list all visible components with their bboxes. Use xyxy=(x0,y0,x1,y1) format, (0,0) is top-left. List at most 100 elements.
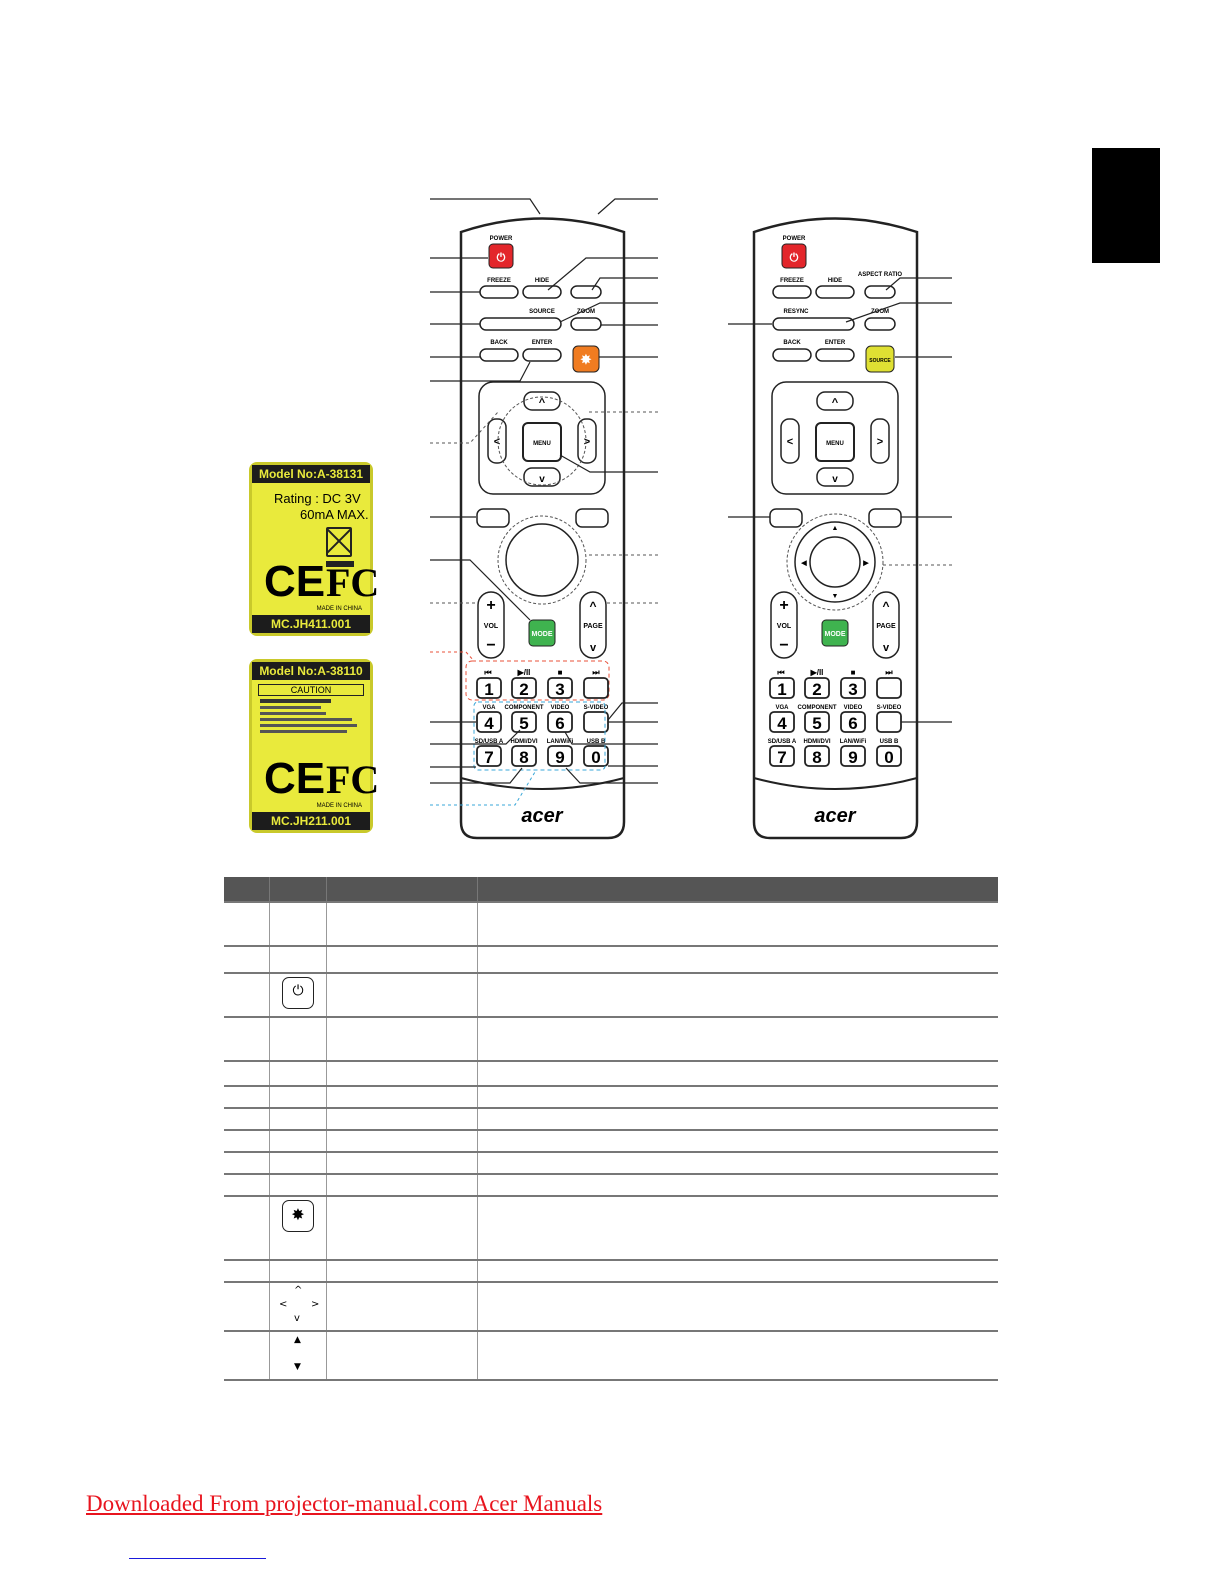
power-button[interactable] xyxy=(488,243,514,269)
digit-9-button-right[interactable] xyxy=(840,745,866,767)
sticker-2-model: Model No:A-38110 xyxy=(252,662,370,680)
enter-button[interactable] xyxy=(522,348,562,362)
label-sticker-2: Model No:A-38110 CAUTION CE FC MADE IN C… xyxy=(249,659,379,833)
freeze-button[interactable] xyxy=(479,285,519,299)
digit-6-button-right[interactable] xyxy=(840,711,866,733)
laser-button[interactable] xyxy=(572,345,600,373)
enter-button-right[interactable] xyxy=(815,348,855,362)
table-row xyxy=(224,1060,998,1087)
back-button[interactable] xyxy=(479,348,519,362)
digit-3-button-right[interactable] xyxy=(840,677,866,699)
sticker-1-rating: Rating : DC 3V 60mA MAX. xyxy=(252,483,370,523)
volume-rocker[interactable] xyxy=(477,591,505,659)
svideo-button-right[interactable] xyxy=(876,711,902,733)
back-label-right: BACK xyxy=(783,340,801,346)
component-label: COMPONENT xyxy=(505,705,544,711)
up-down-triangle-icon: ▲ ▼ xyxy=(294,1335,301,1372)
hide-button-right[interactable] xyxy=(815,285,855,299)
back-button-right[interactable] xyxy=(772,348,812,362)
table-row xyxy=(224,1016,998,1062)
volume-rocker-right[interactable] xyxy=(770,591,798,659)
page-rocker[interactable] xyxy=(579,591,607,659)
page-down-icon: v xyxy=(590,642,597,654)
hdmi-dvi-label-right: HDMI/DVI xyxy=(804,739,831,745)
digit-3-button[interactable] xyxy=(547,677,573,699)
blank-button-right[interactable] xyxy=(876,677,902,699)
digit-7-button-right[interactable] xyxy=(769,745,795,767)
digit-0-label: 0 xyxy=(591,748,600,767)
sticker-2-made-in: MADE IN CHINA xyxy=(316,803,362,809)
right-button-right[interactable] xyxy=(870,418,890,464)
page-up-icon: ^ xyxy=(589,599,596,613)
language-tab xyxy=(1092,148,1160,263)
digit-4-label-right: 4 xyxy=(777,714,787,733)
left-button[interactable] xyxy=(487,418,507,464)
mouse-right-button[interactable] xyxy=(575,508,609,528)
digit-0-button[interactable] xyxy=(583,745,609,767)
mode-button[interactable] xyxy=(528,619,556,647)
digit-2-button-right[interactable] xyxy=(804,677,830,699)
page-label: PAGE xyxy=(583,623,603,630)
menu-button-right[interactable] xyxy=(815,422,855,462)
mouse-right-button-right[interactable] xyxy=(868,508,902,528)
digit-4-button[interactable] xyxy=(476,711,502,733)
header-cell xyxy=(326,877,478,902)
digit-7-button[interactable] xyxy=(476,745,502,767)
down-button[interactable] xyxy=(523,467,561,487)
hide-button[interactable] xyxy=(522,285,562,299)
sticker-1-rating-line-2: 60mA MAX. xyxy=(300,507,369,522)
aspect-ratio-button[interactable] xyxy=(570,285,602,299)
zoom-button[interactable] xyxy=(570,317,602,331)
download-link[interactable]: Downloaded From projector-manual.com Ace… xyxy=(86,1491,603,1516)
callout-lines-right xyxy=(547,198,658,784)
mode-label: MODE xyxy=(532,631,553,638)
digit-2-button[interactable] xyxy=(511,677,537,699)
sdusb-a-label: SD/USB A xyxy=(475,739,504,745)
menu-button[interactable] xyxy=(522,422,562,462)
sticker-2-part: MC.JH211.001 xyxy=(252,812,370,830)
digit-8-button-right[interactable] xyxy=(804,745,830,767)
power-button-right[interactable] xyxy=(781,243,807,269)
fcc-mark-icon: FC xyxy=(326,560,380,605)
mode-button-right[interactable] xyxy=(821,619,849,647)
digit-5-button-right[interactable] xyxy=(804,711,830,733)
digit-1-button-right[interactable] xyxy=(769,677,795,699)
digit-1-button[interactable] xyxy=(476,677,502,699)
digit-8-button[interactable] xyxy=(511,745,537,767)
laser-icon: ✸ xyxy=(580,352,592,367)
sticker-2-fine-print xyxy=(260,699,362,733)
source-label-right: SOURCE xyxy=(869,358,891,364)
table-row xyxy=(224,1195,998,1261)
up-button-right[interactable] xyxy=(816,391,854,411)
source-button-right[interactable] xyxy=(865,345,895,373)
freeze-button-right[interactable] xyxy=(772,285,812,299)
svideo-button[interactable] xyxy=(583,711,609,733)
resync-button-right[interactable] xyxy=(772,317,855,331)
digit-5-button[interactable] xyxy=(511,711,537,733)
right-button[interactable] xyxy=(577,418,597,464)
digit-9-button[interactable] xyxy=(547,745,573,767)
table-header xyxy=(224,877,998,902)
digit-4-button-right[interactable] xyxy=(769,711,795,733)
up-arrow-icon: ^ xyxy=(539,397,546,409)
mouse-left-button-right[interactable] xyxy=(769,508,803,528)
power-icon-right: ⏻ xyxy=(790,251,799,264)
next-icon-right: ⏭ xyxy=(885,668,893,677)
table-row xyxy=(224,1151,998,1175)
page-down-icon-right: v xyxy=(883,642,890,654)
aspect-ratio-button-right[interactable] xyxy=(864,285,896,299)
blank-button[interactable] xyxy=(583,677,609,699)
media-callout-line xyxy=(430,651,475,662)
resync-label-right: RESYNC xyxy=(783,309,809,315)
resync-button[interactable] xyxy=(479,317,562,331)
zoom-button-right[interactable] xyxy=(864,317,896,331)
mouse-left-button[interactable] xyxy=(476,508,510,528)
digit-0-button-right[interactable] xyxy=(876,745,902,767)
mouse-pad[interactable] xyxy=(505,523,579,597)
digit-6-button[interactable] xyxy=(547,711,573,733)
fcc-mark-icon-2: FC xyxy=(326,757,380,802)
mouse-pad-center-right[interactable] xyxy=(809,536,861,588)
page-rocker-right[interactable] xyxy=(872,591,900,659)
left-button-right[interactable] xyxy=(780,418,800,464)
down-button-right[interactable] xyxy=(816,467,854,487)
